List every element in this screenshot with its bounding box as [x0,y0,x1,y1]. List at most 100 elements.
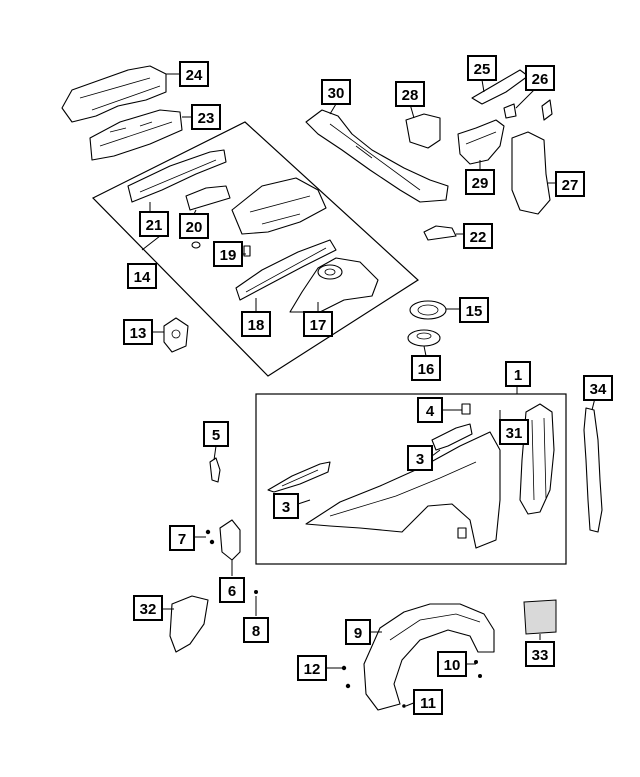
callout-26[interactable]: 26 [525,65,555,91]
part-12-fasteners [341,665,351,689]
callout-3-upper[interactable]: 3 [407,445,433,471]
callout-15[interactable]: 15 [459,297,489,323]
svg-text:20: 20 [186,219,203,236]
svg-text:31: 31 [506,425,523,442]
svg-text:4: 4 [426,403,435,420]
svg-text:28: 28 [402,87,419,104]
part-34-seal-strip [583,407,603,533]
part-32-bracket [169,595,209,653]
svg-text:9: 9 [354,625,362,642]
svg-text:23: 23 [198,110,215,127]
part-8-screw [254,590,258,594]
svg-text:21: 21 [146,217,163,234]
part-30-cowl-bar [305,109,449,203]
callout-1[interactable]: 1 [505,361,531,387]
svg-text:12: 12 [304,661,321,678]
svg-text:18: 18 [248,317,265,334]
callout-29[interactable]: 29 [465,169,495,195]
svg-text:29: 29 [472,175,489,192]
callout-6[interactable]: 6 [219,577,245,603]
part-18-lower-rail [235,239,337,301]
part-33-insulator [523,599,557,635]
part-11-fasteners [402,704,406,708]
part-28-bracket [405,113,441,149]
svg-text:7: 7 [178,531,186,548]
part-4-clip [461,403,471,415]
callout-19[interactable]: 19 [213,241,243,267]
part-19-clip [243,245,251,257]
svg-text:1: 1 [514,367,522,384]
part-23-rail-reinforcement [89,109,183,161]
svg-text:34: 34 [590,381,607,398]
callout-16[interactable]: 16 [411,355,441,381]
part-27-panel [511,131,551,215]
callout-31[interactable]: 31 [499,419,529,445]
part-15-seal [409,300,447,320]
svg-text:6: 6 [228,583,236,600]
svg-text:8: 8 [252,623,260,640]
part-3-upper-bracket [431,423,473,451]
part-21-frame-rail [127,149,227,203]
callout-13[interactable]: 13 [123,319,153,345]
svg-text:33: 33 [532,647,549,664]
svg-text:11: 11 [420,695,436,712]
callout-11[interactable]: 11 [413,689,443,715]
part-17-strut-tower [289,257,379,313]
svg-text:24: 24 [186,67,203,84]
callout-3-lower[interactable]: 3 [273,493,299,519]
callout-20[interactable]: 20 [179,213,209,239]
callout-7[interactable]: 7 [169,525,195,551]
svg-text:25: 25 [474,61,491,78]
part-20-nut [191,241,201,249]
callout-25[interactable]: 25 [467,55,497,81]
callout-32[interactable]: 32 [133,595,163,621]
svg-text:30: 30 [328,85,345,102]
callout-33[interactable]: 33 [525,641,555,667]
svg-text:17: 17 [310,317,327,334]
callout-12[interactable]: 12 [297,655,327,681]
svg-text:27: 27 [562,177,579,194]
callout-4[interactable]: 4 [417,397,443,423]
callout-21[interactable]: 21 [139,211,169,237]
callout-8[interactable]: 8 [243,617,269,643]
callout-18[interactable]: 18 [241,311,271,337]
callout-5[interactable]: 5 [203,421,229,447]
callout-30[interactable]: 30 [321,79,351,105]
svg-text:19: 19 [220,247,237,264]
part-10-fasteners [474,660,482,678]
svg-text:22: 22 [470,229,487,246]
callout-28[interactable]: 28 [395,81,425,107]
callout-10[interactable]: 10 [437,651,467,677]
callout-22[interactable]: 22 [463,223,493,249]
part-3-lower-bracket [267,461,331,493]
part-rail-assembly [231,177,327,235]
svg-text:13: 13 [130,325,147,342]
part-20-bracket [185,185,231,211]
callout-34[interactable]: 34 [583,375,613,401]
callout-17[interactable]: 17 [303,311,333,337]
part-16-mount [407,329,441,347]
svg-text:14: 14 [134,269,151,286]
svg-text:32: 32 [140,601,157,618]
svg-text:3: 3 [416,451,424,468]
part-13-plate [163,317,189,353]
part-7-screws [205,529,215,545]
part-5-bracket [209,457,221,483]
group-frame-1 [255,393,567,565]
part-29-housing [457,119,505,165]
svg-text:26: 26 [532,71,549,88]
callout-27[interactable]: 27 [555,171,585,197]
callout-9[interactable]: 9 [345,619,371,645]
svg-text:15: 15 [466,303,483,320]
callout-14[interactable]: 14 [127,263,157,289]
svg-text:16: 16 [418,361,435,378]
callout-24[interactable]: 24 [179,61,209,87]
svg-text:5: 5 [212,427,220,444]
part-9-wheelhouse-liner [363,603,495,711]
svg-text:3: 3 [282,499,290,516]
part-1-fender [305,431,501,549]
callout-23[interactable]: 23 [191,104,221,130]
part-6-bracket [219,519,241,561]
part-24-upper-rail [61,65,167,123]
